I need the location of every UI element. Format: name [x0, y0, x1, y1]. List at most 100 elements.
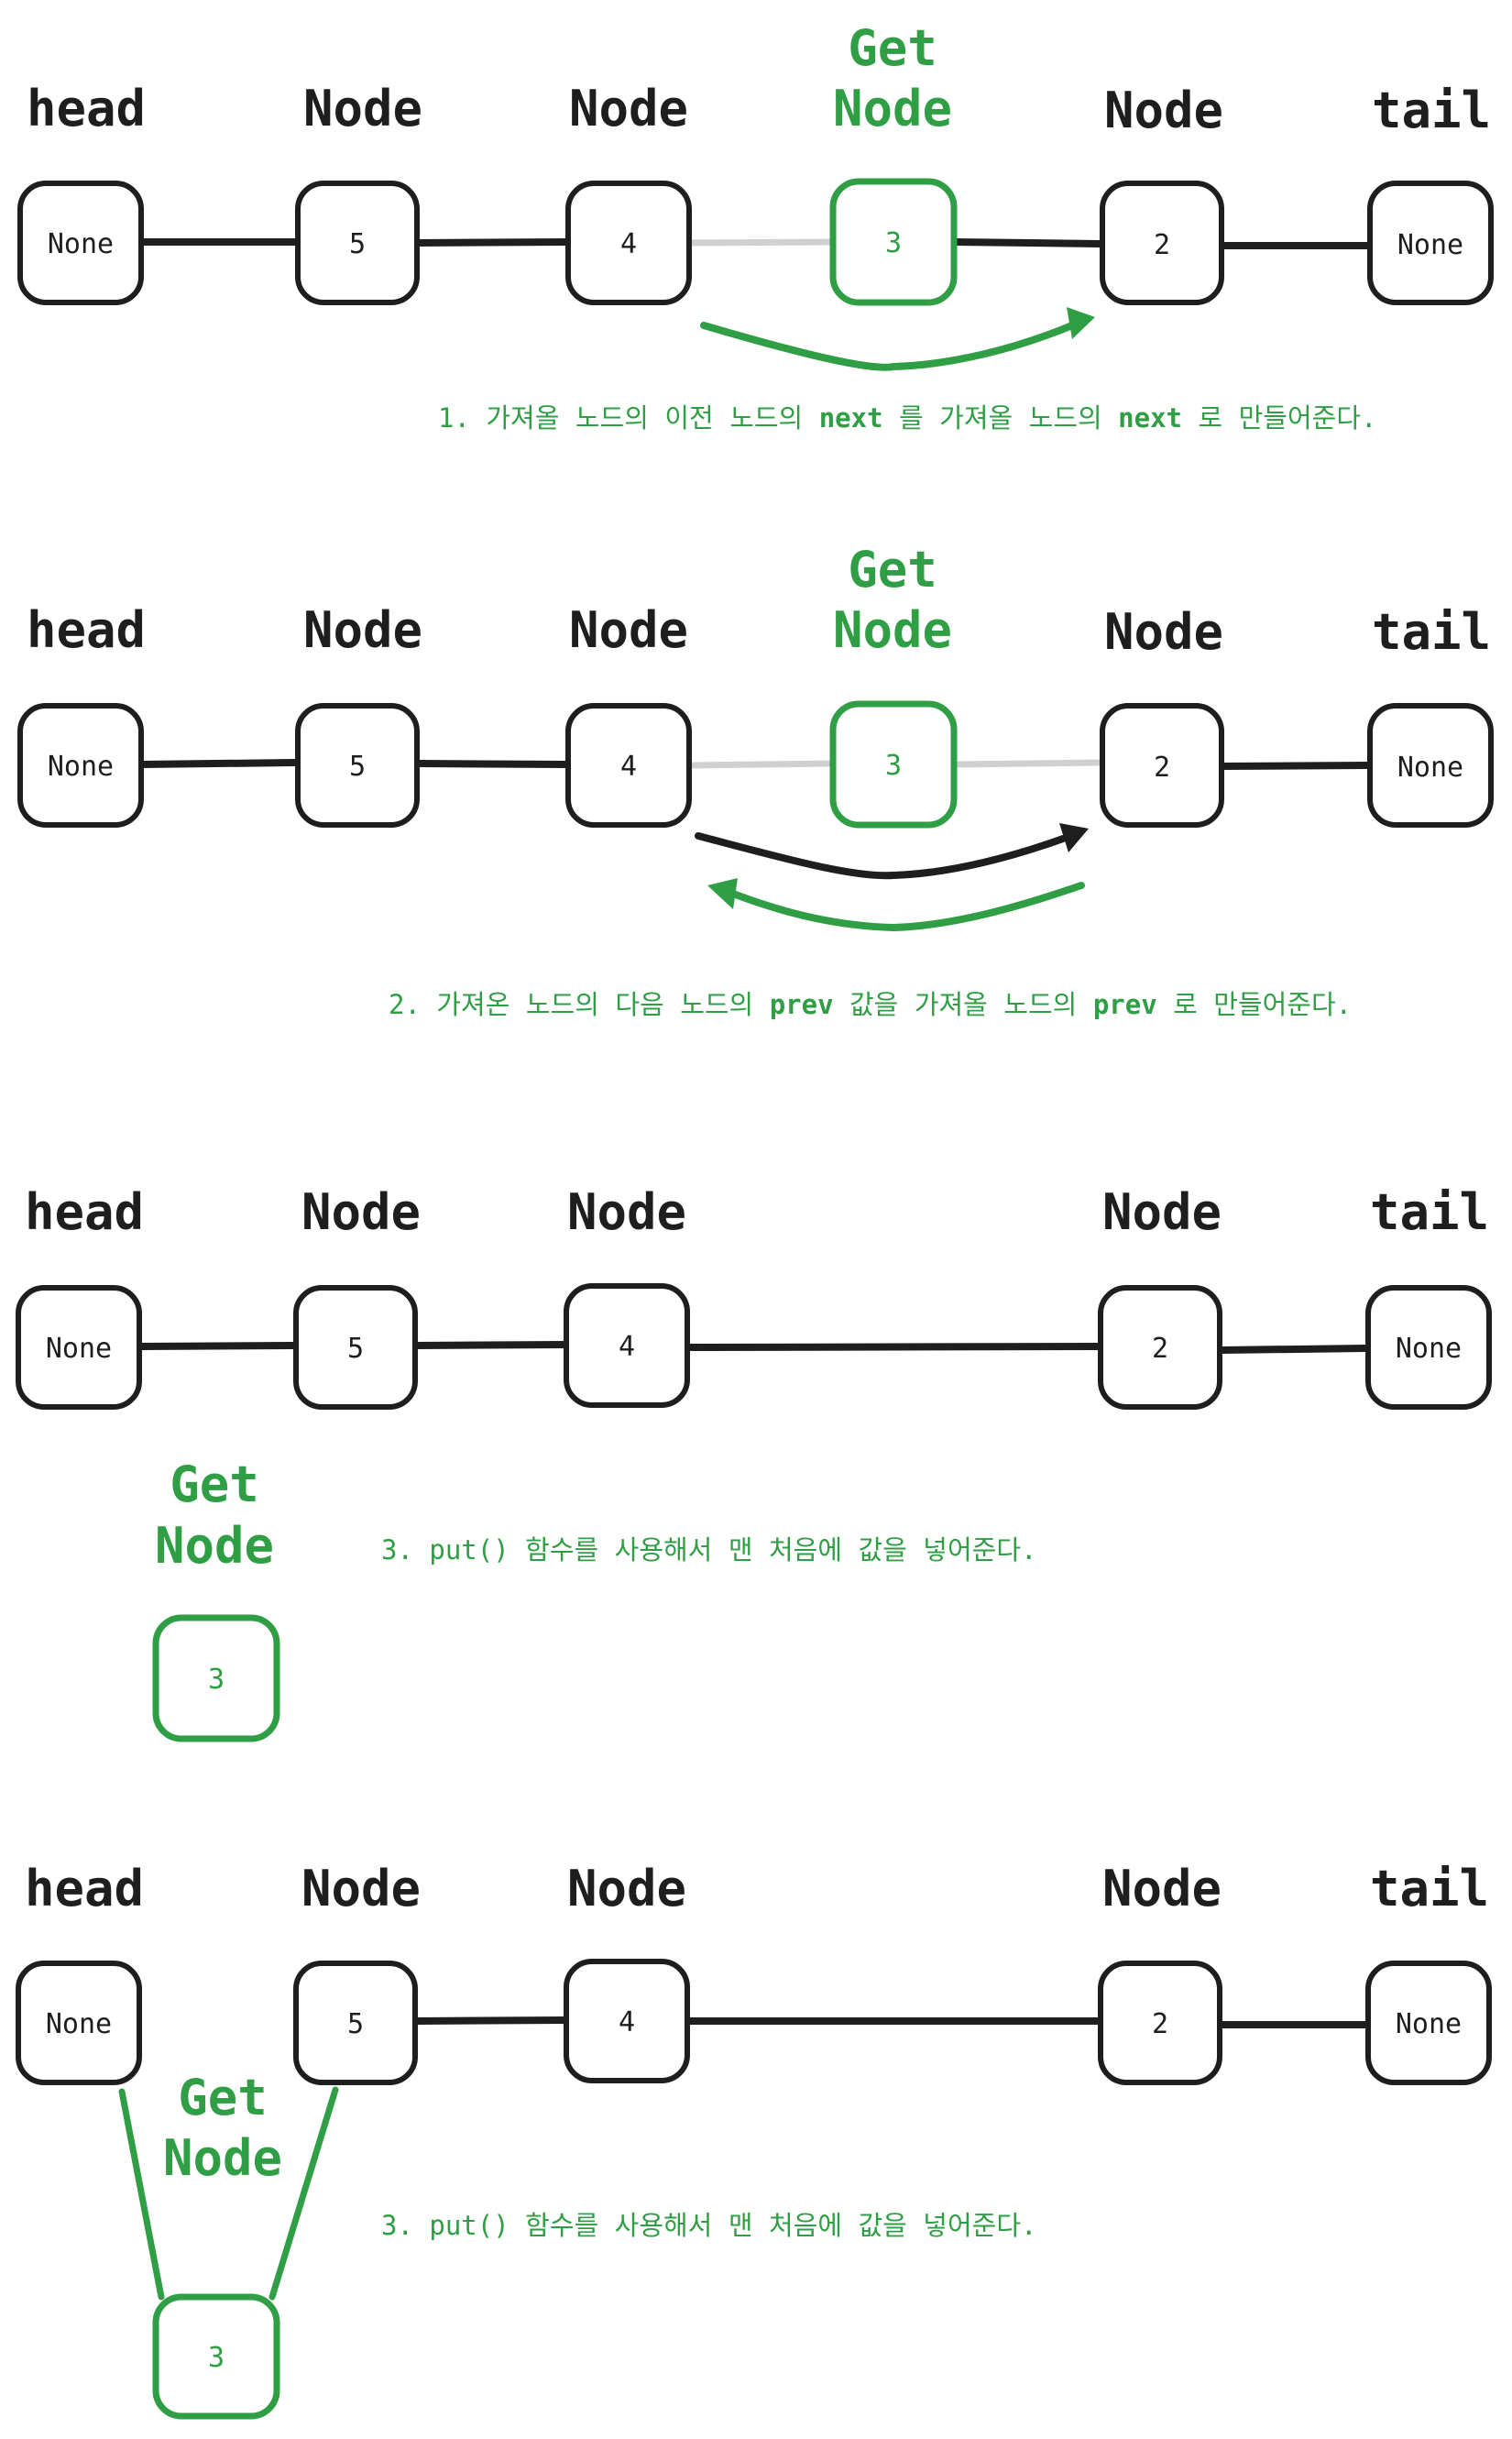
label-tail: tail	[1372, 82, 1491, 139]
node-box	[564, 1959, 690, 2083]
node-box-head	[16, 1285, 142, 1410]
node-value: 4	[619, 2006, 635, 2038]
caption: 3. put() 함수를 사용해서 맨 처음에 값을 넣어준다.	[381, 1534, 1036, 1566]
link-4-3-faded	[685, 760, 834, 769]
node-value: None	[1396, 2008, 1462, 2040]
link-3-2	[951, 238, 1103, 247]
label-node: Node	[1102, 1183, 1222, 1241]
node-value: 4	[620, 228, 637, 260]
label-tail: tail	[1372, 603, 1491, 661]
node-value: 3	[208, 2342, 225, 2374]
node-box	[565, 181, 692, 305]
node-box-get	[152, 2293, 280, 2420]
node-box	[1100, 703, 1224, 828]
label-node: Node	[303, 601, 422, 659]
label-get-node: Node	[155, 1517, 274, 1575]
link-2-tail	[1219, 1345, 1369, 1354]
node-value: None	[1397, 229, 1463, 261]
node-box-tail	[1367, 181, 1494, 305]
label-get: Get	[848, 541, 937, 599]
label-node: Node	[569, 601, 688, 659]
label-tail: tail	[1370, 1183, 1489, 1241]
node-box	[295, 181, 420, 305]
node-value: 2	[1152, 1333, 1168, 1365]
node-box-tail	[1367, 703, 1494, 828]
label-head: head	[27, 601, 146, 659]
label-get-node: Node	[833, 80, 952, 137]
node-value: None	[1396, 1333, 1462, 1365]
label-tail: tail	[1370, 1860, 1489, 1917]
node-box-head	[17, 181, 144, 305]
label-node: Node	[301, 1183, 421, 1241]
node-value: 5	[347, 2008, 364, 2040]
node-value: 3	[208, 1664, 225, 1696]
node-value: 5	[347, 1333, 364, 1365]
label-node: Node	[303, 80, 422, 137]
arrow-next-skip	[695, 832, 1067, 880]
node-box	[565, 703, 692, 828]
node-value: 2	[1154, 229, 1170, 261]
link-get-5	[268, 2086, 339, 2301]
label-node: Node	[567, 1860, 686, 1917]
link-head-5	[138, 759, 299, 768]
label-node: Node	[569, 80, 688, 137]
node-box-tail	[1365, 1961, 1492, 2085]
caption: 1. 가져올 노드의 이전 노드의 next 를 가져올 노드의 next 로 …	[438, 402, 1376, 434]
link-5-4	[413, 238, 570, 247]
label-get-node: Node	[163, 2129, 282, 2187]
link-2-tail	[1219, 762, 1371, 770]
link-4-2	[685, 1343, 1101, 1351]
label-get: Get	[170, 1456, 259, 1513]
label-head: head	[25, 1183, 144, 1241]
node-box	[293, 1961, 418, 2085]
node-value: None	[48, 751, 114, 783]
node-value: 3	[885, 227, 902, 259]
label-head: head	[27, 80, 146, 137]
caption: 2. 가져온 노드의 다음 노드의 prev 값을 가져올 노드의 prev 로…	[389, 989, 1352, 1020]
caption: 3. put() 함수를 사용해서 맨 처음에 값을 넣어준다.	[381, 2210, 1036, 2241]
label-node: Node	[1104, 82, 1223, 139]
node-value: 5	[349, 751, 366, 783]
panel-3: head Node Node Node tail None 5 4 2 None…	[16, 1183, 1492, 1742]
node-value: 4	[619, 1331, 635, 1363]
node-box	[564, 1283, 690, 1408]
label-node: Node	[1104, 603, 1223, 661]
label-get: Get	[848, 19, 937, 77]
label-node: Node	[1102, 1860, 1222, 1917]
panel-1: head Node Node Get Node Node tail None 5…	[17, 19, 1494, 434]
node-value: 5	[349, 228, 366, 260]
node-box-head	[17, 703, 144, 828]
node-box-tail	[1365, 1285, 1492, 1410]
node-box-head	[16, 1961, 142, 2085]
label-node: Node	[567, 1183, 686, 1241]
link-3-2-faded	[951, 759, 1103, 768]
node-value: None	[1397, 752, 1463, 784]
label-head: head	[25, 1860, 144, 1917]
node-value: None	[46, 1333, 112, 1365]
arrow-head	[707, 878, 738, 909]
node-box	[1098, 1285, 1222, 1410]
arrow-next-skip	[700, 322, 1076, 371]
arrow-head	[1067, 307, 1095, 339]
node-value: 3	[885, 750, 902, 782]
node-box	[1100, 181, 1224, 305]
link-4-3-faded	[685, 238, 834, 247]
node-box-get	[829, 178, 958, 306]
node-box	[293, 1285, 418, 1410]
link-5-4	[413, 2016, 568, 2025]
label-get: Get	[178, 2069, 268, 2126]
node-value: 2	[1154, 752, 1170, 784]
node-value: 2	[1152, 2008, 1168, 2040]
label-get-node: Node	[833, 601, 952, 659]
label-node: Node	[301, 1860, 421, 1917]
node-box-get	[152, 1614, 280, 1742]
node-value: 4	[620, 751, 637, 783]
node-box	[1098, 1961, 1222, 2085]
node-value: None	[46, 2008, 112, 2040]
panel-4: head Node Node Node tail None 5 4 2 None…	[16, 1860, 1492, 2420]
node-box	[295, 703, 420, 828]
link-5-4	[413, 1341, 568, 1349]
link-head-get	[118, 2088, 165, 2301]
arrow-prev-skip	[729, 882, 1085, 932]
